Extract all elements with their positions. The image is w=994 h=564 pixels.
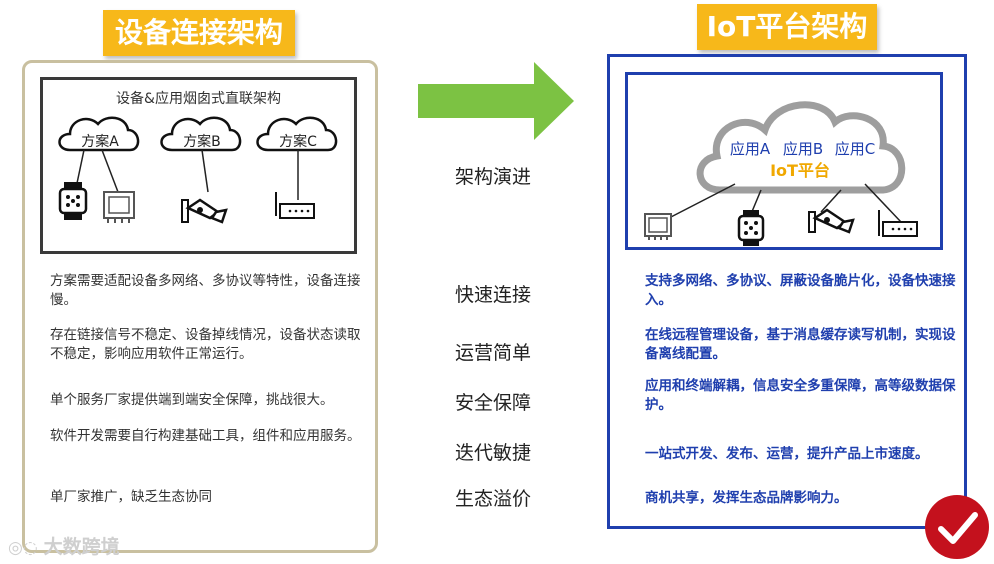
left-point-1: 方案需要适配设备多网络、多协议等特性，设备连接慢。 (50, 273, 361, 308)
cloud-icon: 方案B (160, 116, 242, 152)
cloud-icon: 方案A (58, 116, 140, 152)
label-evolution: 架构演进 (454, 166, 531, 188)
label-agile: 迭代敏捷 (454, 442, 531, 464)
left-title: 设备连接架构 (103, 10, 295, 56)
left-point-2: 存在链接信号不稳定、设备掉线情况，设备状态读取不稳定，影响应用软件正常运行。 (50, 327, 361, 362)
camera-icon (808, 208, 855, 234)
watermark: ◎◌ 大数跨境 (8, 532, 120, 559)
label-ecosystem: 生态溢价 (454, 488, 531, 510)
left-panel (22, 60, 378, 553)
right-point-2: 在线远程管理设备，基于消息缓存读写机制，实现设备离线配置。 (645, 327, 956, 362)
label-fast-connect: 快速连接 (454, 284, 531, 306)
cloud-label-c: 方案C (279, 133, 317, 150)
cloud-icon: 方案C (256, 116, 338, 152)
label-security: 安全保障 (454, 392, 531, 414)
router-icon (275, 192, 315, 219)
app-b-label: 应用B (783, 140, 823, 158)
app-c-label: 应用C (835, 140, 875, 158)
right-diagram-graphic: 应用A 应用B 应用C IoT平台 (644, 101, 918, 246)
left-diagram-box (40, 77, 357, 254)
iot-platform-label: IoT平台 (770, 161, 830, 180)
right-panel (607, 54, 967, 529)
evolution-arrow-icon (418, 62, 574, 140)
right-diagram-box (625, 72, 943, 250)
app-a-label: 应用A (730, 140, 771, 158)
chip-icon (103, 191, 135, 223)
left-point-4: 软件开发需要自行构建基础工具，组件和应用服务。 (50, 428, 361, 444)
right-point-1: 支持多网络、多协议、屏蔽设备脆片化，设备快速接入。 (645, 273, 956, 308)
platform-cloud-icon (696, 101, 906, 194)
watch-icon (737, 210, 765, 246)
chip-icon (644, 213, 672, 240)
checkmark-badge (925, 495, 989, 559)
cloud-label-b: 方案B (183, 133, 221, 150)
right-title: IoT平台架构 (697, 4, 877, 50)
camera-icon (181, 198, 228, 224)
right-point-3: 应用和终端解耦，信息安全多重保障，高等级数据保护。 (645, 378, 956, 413)
left-diagram-title: 设备&应用烟囱式直联架构 (116, 91, 281, 107)
left-point-5: 单厂家推广，缺乏生态协同 (50, 489, 212, 505)
checkmark-icon (938, 512, 978, 544)
left-diagram-graphic: 方案A 方案B 方案C (58, 116, 338, 224)
router-icon (878, 210, 918, 237)
right-point-5: 商机共享，发挥生态品牌影响力。 (645, 490, 848, 506)
watch-icon (58, 182, 88, 220)
left-point-3: 单个服务厂家提供端到端安全保障，挑战很大。 (50, 392, 334, 408)
watermark-text: 大数跨境 (43, 536, 120, 558)
right-point-4: 一站式开发、发布、运营，提升产品上市速度。 (645, 446, 929, 462)
watermark-logo-icon: ◎◌ (8, 538, 44, 558)
cloud-label-a: 方案A (81, 133, 119, 150)
label-simple-ops: 运营简单 (454, 342, 531, 364)
